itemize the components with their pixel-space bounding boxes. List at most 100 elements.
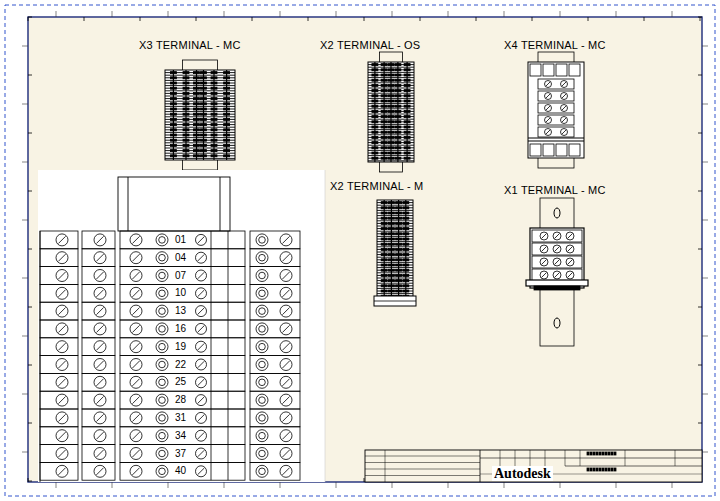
drawing-rect: [250, 284, 300, 302]
drawing-rect: [404, 147, 410, 149]
drawing-line: [128, 177, 129, 231]
drawing-rect: [569, 64, 580, 76]
screw-symbol: [130, 465, 142, 477]
drawing-rect: [381, 238, 387, 240]
drawing-line: [368, 158, 414, 159]
drawing-rect: [388, 136, 394, 138]
drawing-rect: [372, 100, 378, 102]
drawing-line: [700, 17, 701, 21]
screw-symbol: [130, 323, 142, 335]
drawing-rect: [120, 391, 245, 409]
drawing-rect: [82, 320, 115, 338]
screw-symbol: [540, 232, 548, 240]
drawing-line: [112, 482, 113, 488]
drawing-line: [542, 273, 547, 278]
drawing-line: [368, 90, 414, 91]
drawing-rect: [194, 134, 200, 136]
drawing-rect: [396, 290, 402, 292]
drawing-line: [377, 218, 413, 219]
drawing-line: [165, 119, 235, 120]
drawing-rect: [211, 134, 217, 136]
screw-symbol: [196, 395, 207, 406]
drawing-rect: [372, 79, 378, 81]
drawing-rect: [593, 452, 595, 455]
drawing-line: [504, 482, 505, 488]
drawing-rect: [201, 98, 207, 100]
screw-symbol: [256, 270, 268, 282]
drawing-line: [58, 379, 65, 386]
drawing-line: [364, 17, 365, 21]
drawing-line: [560, 11, 561, 17]
drawing-rect: [250, 409, 300, 427]
drawing-line: [165, 72, 235, 73]
drawing-line: [96, 432, 103, 439]
terminal-title: X2 TERMINAL - M: [330, 180, 423, 192]
screw-symbol: [130, 287, 142, 299]
screw-symbol: [256, 234, 268, 246]
drawing-line: [480, 458, 702, 459]
drawing-rect: [395, 90, 401, 92]
drawing-line: [500, 450, 501, 466]
drawing-line: [420, 17, 421, 21]
drawing-rect: [388, 116, 394, 118]
drawing-rect: [534, 286, 580, 290]
drawing-rect: [250, 302, 300, 320]
terminal-number: 10: [174, 287, 187, 298]
screw-symbol: [156, 234, 168, 246]
drawing-line: [368, 137, 414, 138]
screw-symbol: [259, 254, 266, 261]
drawing-line: [377, 285, 413, 286]
drawing-rect: [396, 264, 402, 266]
drawing-rect: [611, 468, 613, 471]
drawing-line: [542, 247, 547, 252]
drawing-rect: [388, 207, 394, 209]
drawing-line: [377, 280, 413, 281]
drawing-rect: [372, 157, 378, 159]
drawing-line: [165, 140, 235, 141]
drawing-rect: [388, 90, 394, 92]
drawing-rect: [211, 87, 217, 89]
drawing-line: [132, 414, 139, 421]
drawing-rect: [374, 296, 416, 306]
drawing-rect: [120, 302, 245, 320]
screw-symbol: [561, 93, 568, 100]
drawing-line: [368, 85, 414, 86]
drawing-rect: [82, 284, 115, 302]
screw-symbol: [196, 270, 207, 281]
drawing-rect: [388, 212, 394, 214]
drawing-rect: [404, 64, 410, 66]
drawing-line: [377, 267, 413, 268]
drawing-rect: [201, 139, 207, 141]
drawing-line: [555, 260, 560, 265]
drawing-rect: [538, 79, 574, 89]
drawing-line: [165, 98, 235, 99]
drawing-line: [282, 308, 289, 315]
drawing-rect: [211, 150, 217, 152]
drawing-rect: [614, 452, 616, 455]
drawing-rect: [372, 74, 378, 76]
drawing-rect: [395, 157, 401, 159]
drawing-rect: [396, 212, 402, 214]
drawing-line: [198, 326, 205, 333]
screw-symbol: [553, 232, 561, 240]
drawing-line: [96, 343, 103, 350]
drawing-line: [282, 450, 289, 457]
drawing-rect: [381, 136, 387, 138]
drawing-rect: [170, 129, 176, 131]
terminal-title: X3 TERMINAL - MC: [139, 39, 241, 51]
drawing-rect: [372, 142, 378, 144]
drawing-line: [560, 482, 561, 488]
drawing-rect: [404, 152, 410, 154]
drawing-rect: [381, 274, 387, 276]
screw-symbol: [159, 415, 166, 422]
drawing-rect: [40, 409, 78, 427]
drawing-rect: [395, 142, 401, 144]
drawing-rect: [538, 127, 574, 137]
screw-symbol: [259, 343, 266, 350]
drawing-rect: [388, 64, 394, 66]
drawing-line: [211, 231, 212, 249]
drawing-line: [165, 101, 235, 102]
drawing-line: [132, 290, 139, 297]
terminal-title: X2 TERMINAL - OS: [320, 39, 420, 51]
drawing-rect: [82, 391, 115, 409]
